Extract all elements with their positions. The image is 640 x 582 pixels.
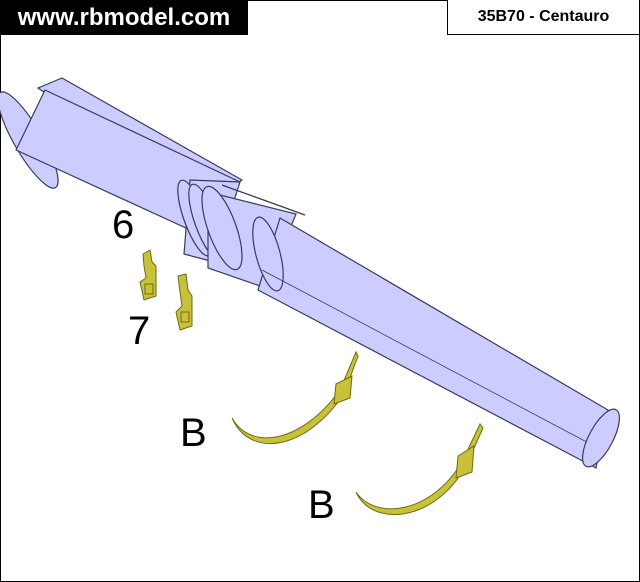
photoetch-part-6 bbox=[139, 249, 157, 301]
barrel-tube bbox=[252, 216, 620, 469]
photoetch-band-b-upper bbox=[231, 350, 359, 444]
callout-band-b-upper: B bbox=[180, 411, 207, 455]
callout-part-7: 7 bbox=[128, 309, 150, 353]
photoetch-band-b-lower bbox=[355, 423, 484, 516]
photoetch-part-7 bbox=[175, 273, 193, 331]
website-banner: www.rbmodel.com bbox=[0, 0, 248, 35]
callout-part-6: 6 bbox=[112, 203, 134, 247]
callout-band-b-lower: B bbox=[308, 483, 335, 527]
kit-code-label: 35B70 - Centauro bbox=[447, 0, 639, 35]
